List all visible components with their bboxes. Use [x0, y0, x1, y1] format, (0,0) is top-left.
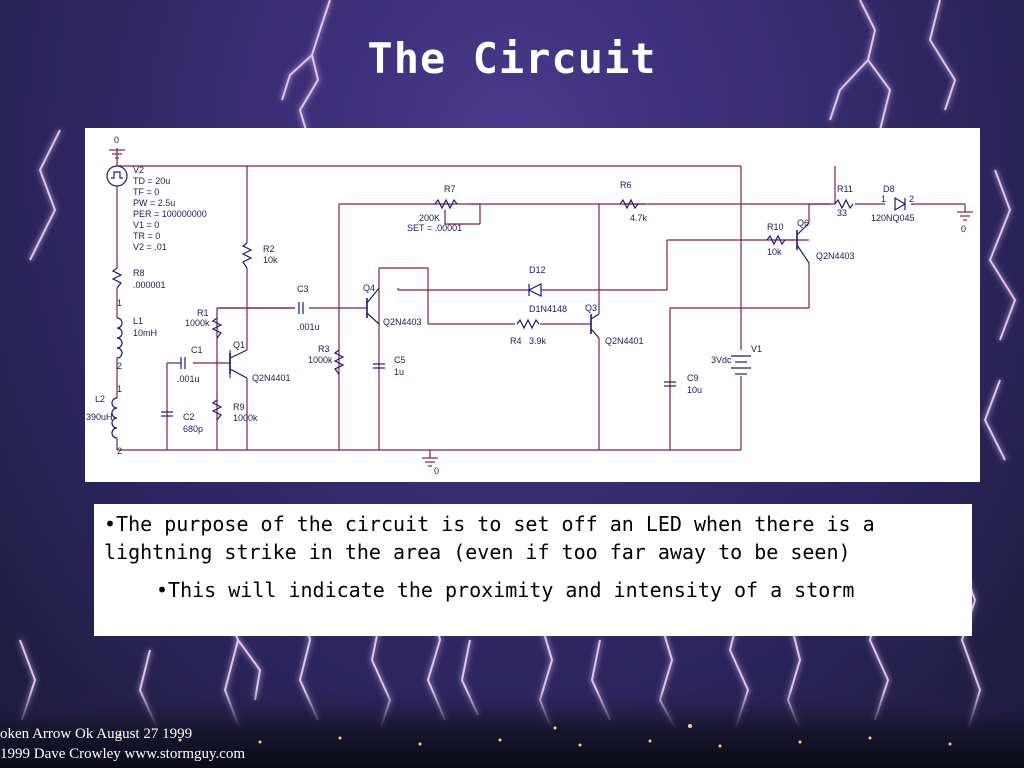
d12-name: D12 [529, 265, 546, 275]
q3-value: Q2N4401 [605, 336, 644, 346]
v1-name: V1 [751, 344, 762, 354]
pin-label: 2 [117, 361, 122, 371]
d8-value: 120NQ045 [871, 213, 915, 223]
ground-label: 0 [961, 224, 966, 234]
pin-label: 1 [117, 298, 122, 308]
q4-value: Q2N4403 [383, 317, 422, 327]
r11-name: R11 [837, 184, 853, 194]
r7-name: R7 [444, 184, 456, 194]
r3-resistor [333, 349, 345, 375]
r8-value: .000001 [133, 280, 166, 290]
r8-name: R8 [133, 268, 145, 278]
r6-value: 4.7k [630, 213, 648, 223]
v2-param: PER = 100000000 [133, 209, 207, 219]
l2-value: 390uH [86, 412, 113, 422]
r10-resistor [766, 234, 786, 246]
c1-name: C1 [191, 345, 203, 355]
q3-name: Q3 [585, 303, 597, 313]
r3-value: 1000k [308, 355, 333, 365]
v2-param: TR = 0 [133, 231, 160, 241]
city-lights [118, 724, 952, 748]
c2-name: C2 [183, 412, 195, 422]
d12-diode [527, 283, 542, 297]
ground-label: 0 [114, 135, 119, 145]
v2-param: PW = 2.5u [133, 198, 175, 208]
d8-pin: 1 [881, 194, 886, 204]
q4-name: Q4 [363, 283, 375, 293]
c1-value: .001u [177, 374, 200, 384]
d8-diode [894, 196, 907, 212]
r2-name: R2 [263, 244, 275, 254]
l1-inductor [116, 317, 123, 359]
q6-name: Q6 [797, 218, 809, 228]
r10-name: R10 [767, 222, 784, 232]
r10-value: 10k [767, 247, 782, 257]
r7-set: SET = .00001 [407, 223, 462, 233]
l2-name: L2 [95, 394, 105, 404]
r1-value: 1000k [185, 318, 210, 328]
bullet-sub: •This will indicate the proximity and in… [156, 578, 855, 602]
r1-name: R1 [197, 308, 209, 318]
r8-resistor [111, 267, 123, 289]
ground-label: 0 [434, 466, 439, 476]
schematic-drawing: 0 0 0 V2 TD = 20u TF = 0 PW = 2.5u PER =… [86, 135, 973, 476]
v2-param: TD = 20u [133, 176, 170, 186]
v2-source-symbol [106, 165, 128, 187]
r7-potentiometer [434, 198, 458, 210]
c3-value: .001u [297, 322, 320, 332]
r4-resistor [516, 318, 540, 330]
components [106, 165, 907, 439]
pin-label: 2 [117, 446, 122, 456]
q1-value: Q2N4401 [252, 373, 291, 383]
c5-name: C5 [394, 355, 406, 365]
v2-param: TF = 0 [133, 187, 159, 197]
r9-resistor [211, 399, 223, 421]
l1-name: L1 [133, 316, 143, 326]
q1-name: Q1 [233, 340, 245, 350]
pin-label: 1 [117, 384, 122, 394]
v2-param: V1 = 0 [133, 220, 159, 230]
c3-name: C3 [297, 284, 309, 294]
photo-credit-line: oken Arrow Ok August 27 1999 [0, 726, 193, 742]
v2-name: V2 [133, 165, 144, 175]
r2-resistor [241, 242, 253, 269]
d8-name: D8 [883, 184, 895, 194]
c9-name: C9 [687, 373, 699, 383]
r4-name: R4 [510, 336, 522, 346]
r4-value: 3.9k [529, 336, 547, 346]
circuit-schematic: 0 0 0 V2 TD = 20u TF = 0 PW = 2.5u PER =… [85, 128, 980, 482]
r6-name: R6 [620, 180, 632, 190]
r6-resistor [619, 198, 639, 210]
d12-value: D1N4148 [529, 304, 567, 314]
r7-value: 200K [419, 213, 440, 223]
l1-value: 10mH [133, 328, 157, 338]
l2-inductor [111, 397, 118, 439]
slide-title: The Circuit [367, 34, 657, 83]
r3-name: R3 [318, 344, 330, 354]
q6-value: Q2N4403 [816, 251, 855, 261]
bullet-text-box: •The purpose of the circuit is to set of… [94, 504, 972, 636]
photo-credit-line: 1999 Dave Crowley www.stormguy.com [0, 746, 246, 762]
ground-symbols [109, 149, 973, 467]
r11-value: 33 [837, 208, 847, 218]
r11-resistor [834, 198, 854, 210]
d8-pin: 2 [909, 194, 914, 204]
r9-name: R9 [233, 402, 245, 412]
c9-value: 10u [687, 385, 702, 395]
c2-value: 680p [183, 424, 203, 434]
r2-value: 10k [263, 255, 278, 265]
c5-value: 1u [394, 367, 404, 377]
horizon-ground [0, 690, 1024, 768]
v2-param: V2 = .01 [133, 242, 167, 252]
r9-value: 1000k [233, 413, 258, 423]
wires [116, 148, 966, 451]
v1-value: 3Vdc [711, 355, 732, 365]
bullet-main: •The purpose of the circuit is to set of… [104, 512, 875, 564]
r1-resistor [211, 317, 223, 339]
schematic-labels: 0 0 0 V2 TD = 20u TF = 0 PW = 2.5u PER =… [86, 135, 966, 476]
